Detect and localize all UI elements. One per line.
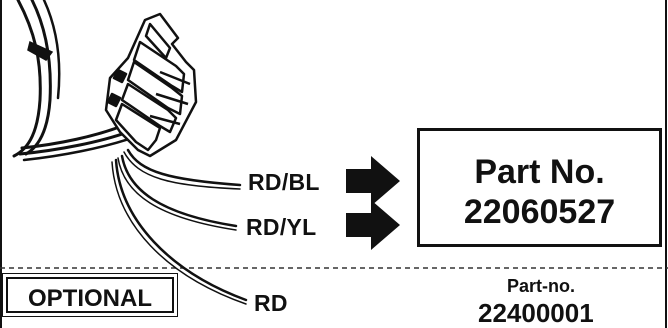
part-number-title: Part No. [474,153,605,191]
optional-part-number-value: 22400001 [478,298,594,328]
optional-label: OPTIONAL [28,285,152,312]
signal-wires [111,148,248,305]
wire-label-rd-bl: RD/BL [248,169,320,195]
arrow-right-icon [346,156,400,250]
wire-label-rd-yl: RD/YL [246,214,317,240]
wire-label-rd: RD [254,290,288,316]
optional-part-number-title: Part-no. [507,276,576,296]
part-number-box: Part No. 22060527 [417,128,662,247]
optional-badge: OPTIONAL [2,273,178,317]
connector-icon [104,12,198,158]
wire-bundle [12,0,134,162]
part-number-value: 22060527 [463,193,616,231]
